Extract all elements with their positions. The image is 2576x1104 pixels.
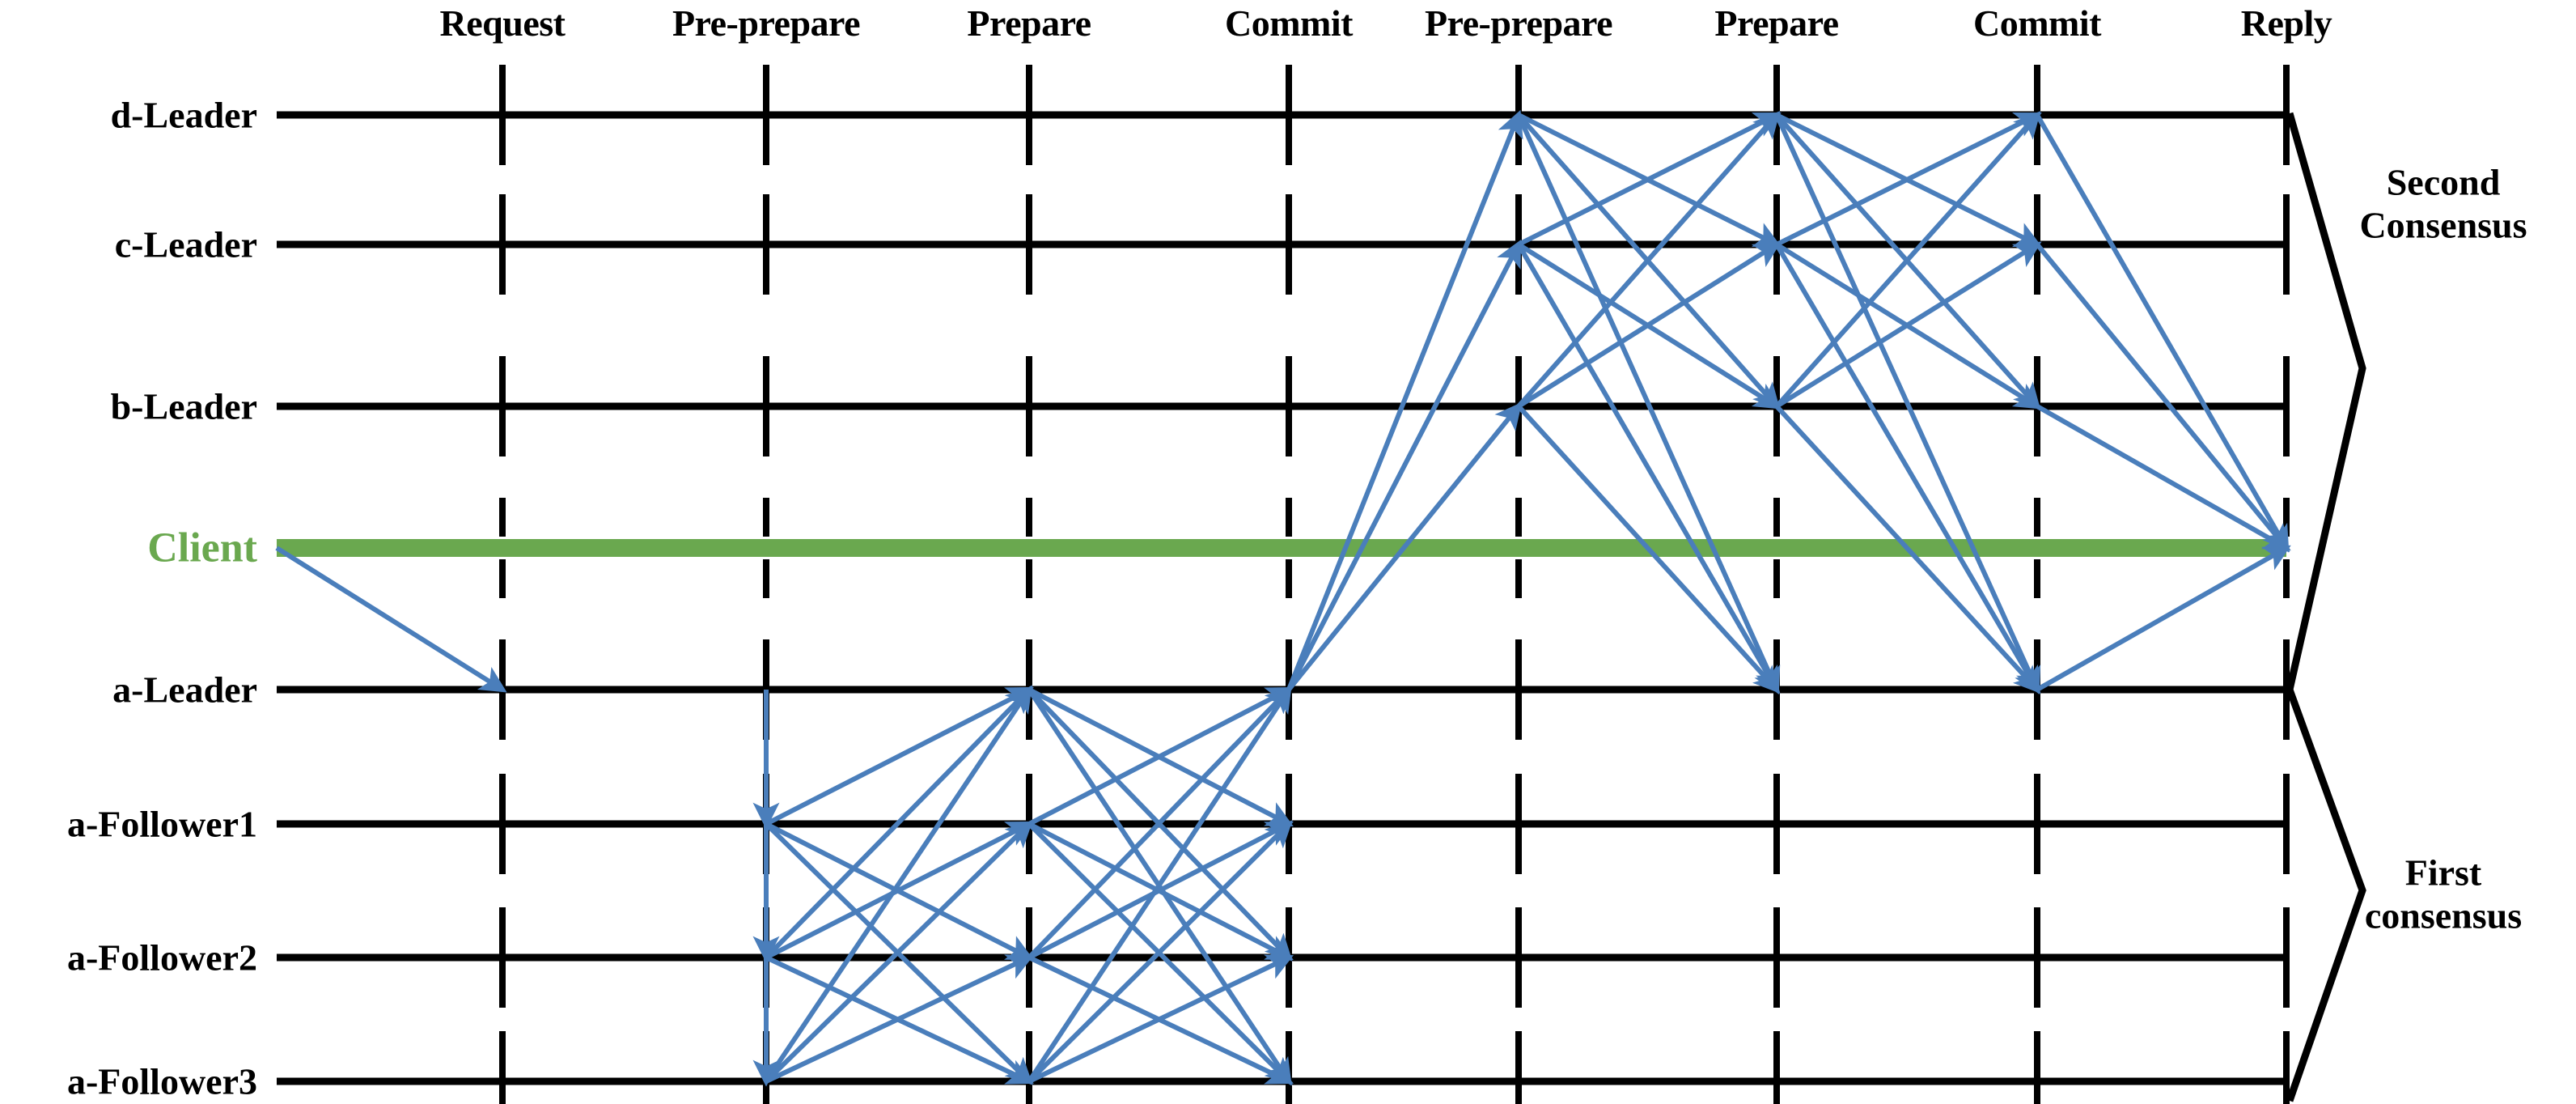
message-arrow-a-follower1-to-a-leader-16 <box>1027 686 1294 826</box>
brace-first-consensus <box>2286 688 2366 1102</box>
phase-header-com1: Commit <box>1225 2 1353 44</box>
message-arrow-c-leader-to-client-47 <box>2035 243 2290 553</box>
message-arrow-a-leader-to-c-leader-26 <box>1286 240 1522 691</box>
phase-ticks-group <box>499 65 2290 1104</box>
participant-label-c-leader: c-Leader <box>114 223 257 265</box>
message-arrow-a-follower3-to-a-follower1-11 <box>764 820 1033 1084</box>
phase-header-com2: Commit <box>1973 2 2101 44</box>
participant-label-a-follower3: a-Follower3 <box>66 1060 257 1102</box>
message-arrow-a-follower3-to-a-leader-22 <box>1027 685 1292 1083</box>
message-arrow-client-to-a-leader-0 <box>275 546 507 693</box>
message-arrow-a-follower3-to-a-follower2-24 <box>1027 954 1294 1084</box>
participant-label-a-follower1: a-Follower1 <box>66 803 257 845</box>
message-arrow-c-leader-to-d-leader-31 <box>1517 113 1782 247</box>
participant-label-a-follower2: a-Follower2 <box>66 936 257 979</box>
braces-group <box>2286 112 2366 1102</box>
message-arrow-b-leader-to-a-leader-45 <box>1774 404 2041 694</box>
message-arrow-a-follower2-to-a-leader-19 <box>1027 686 1293 960</box>
participant-label-b-leader: b-Leader <box>110 385 257 427</box>
participant-label-a-leader: a-Leader <box>112 669 257 711</box>
phase-header-pp1: Pre-prepare <box>672 2 861 44</box>
phase-header-prep1: Prepare <box>967 2 1091 44</box>
message-arrow-b-leader-to-c-leader-35 <box>1517 241 1782 409</box>
message-arrow-a-follower2-to-a-follower1-20 <box>1027 821 1294 960</box>
message-arrow-b-leader-to-c-leader-44 <box>1775 241 2042 409</box>
message-arrow-a-follower2-to-a-follower1-8 <box>765 822 1034 960</box>
message-arrow-a-follower2-to-a-leader-7 <box>764 686 1033 960</box>
message-arrow-a-leader-to-b-leader-25 <box>1286 401 1523 691</box>
message-arrow-d-leader-to-a-leader-39 <box>1774 113 2041 695</box>
message-arrow-b-leader-to-a-leader-36 <box>1516 404 1781 694</box>
message-arrow-a-follower3-to-a-follower2-12 <box>765 954 1034 1084</box>
message-arrow-c-leader-to-a-leader-33 <box>1516 243 1780 694</box>
message-arrow-b-leader-to-d-leader-34 <box>1516 111 1781 408</box>
message-arrow-c-leader-to-a-leader-42 <box>1774 243 2040 694</box>
message-arrow-c-leader-to-d-leader-40 <box>1775 112 2042 247</box>
phase-header-rep2: Reply <box>2240 2 2332 44</box>
message-arrows-group <box>275 109 2291 1087</box>
phase-header-req1: Request <box>439 2 566 44</box>
message-arrow-b-leader-to-client-48 <box>2036 404 2291 551</box>
message-arrow-a-leader-to-client-49 <box>2036 545 2291 692</box>
brace-label-second-consensus: Second Consensus <box>2359 161 2527 246</box>
message-arrow-b-leader-to-d-leader-43 <box>1774 111 2041 409</box>
message-arrow-a-follower3-to-a-follower1-23 <box>1027 820 1293 1084</box>
brace-label-first-consensus: First consensus <box>2364 851 2523 936</box>
phase-header-prep2: Prepare <box>1714 2 1839 44</box>
message-arrow-a-leader-to-d-leader-27 <box>1286 109 1523 691</box>
message-arrow-d-leader-to-a-leader-30 <box>1516 113 1781 695</box>
message-arrow-a-follower3-to-a-leader-10 <box>764 685 1032 1083</box>
phase-header-pp2: Pre-prepare <box>1424 2 1613 44</box>
participant-label-client: Client <box>147 524 257 571</box>
message-arrow-a-follower1-to-a-leader-4 <box>765 686 1034 826</box>
brace-second-consensus <box>2286 112 2366 690</box>
participant-label-d-leader: d-Leader <box>110 94 257 136</box>
message-arrow-d-leader-to-client-46 <box>2035 113 2290 553</box>
